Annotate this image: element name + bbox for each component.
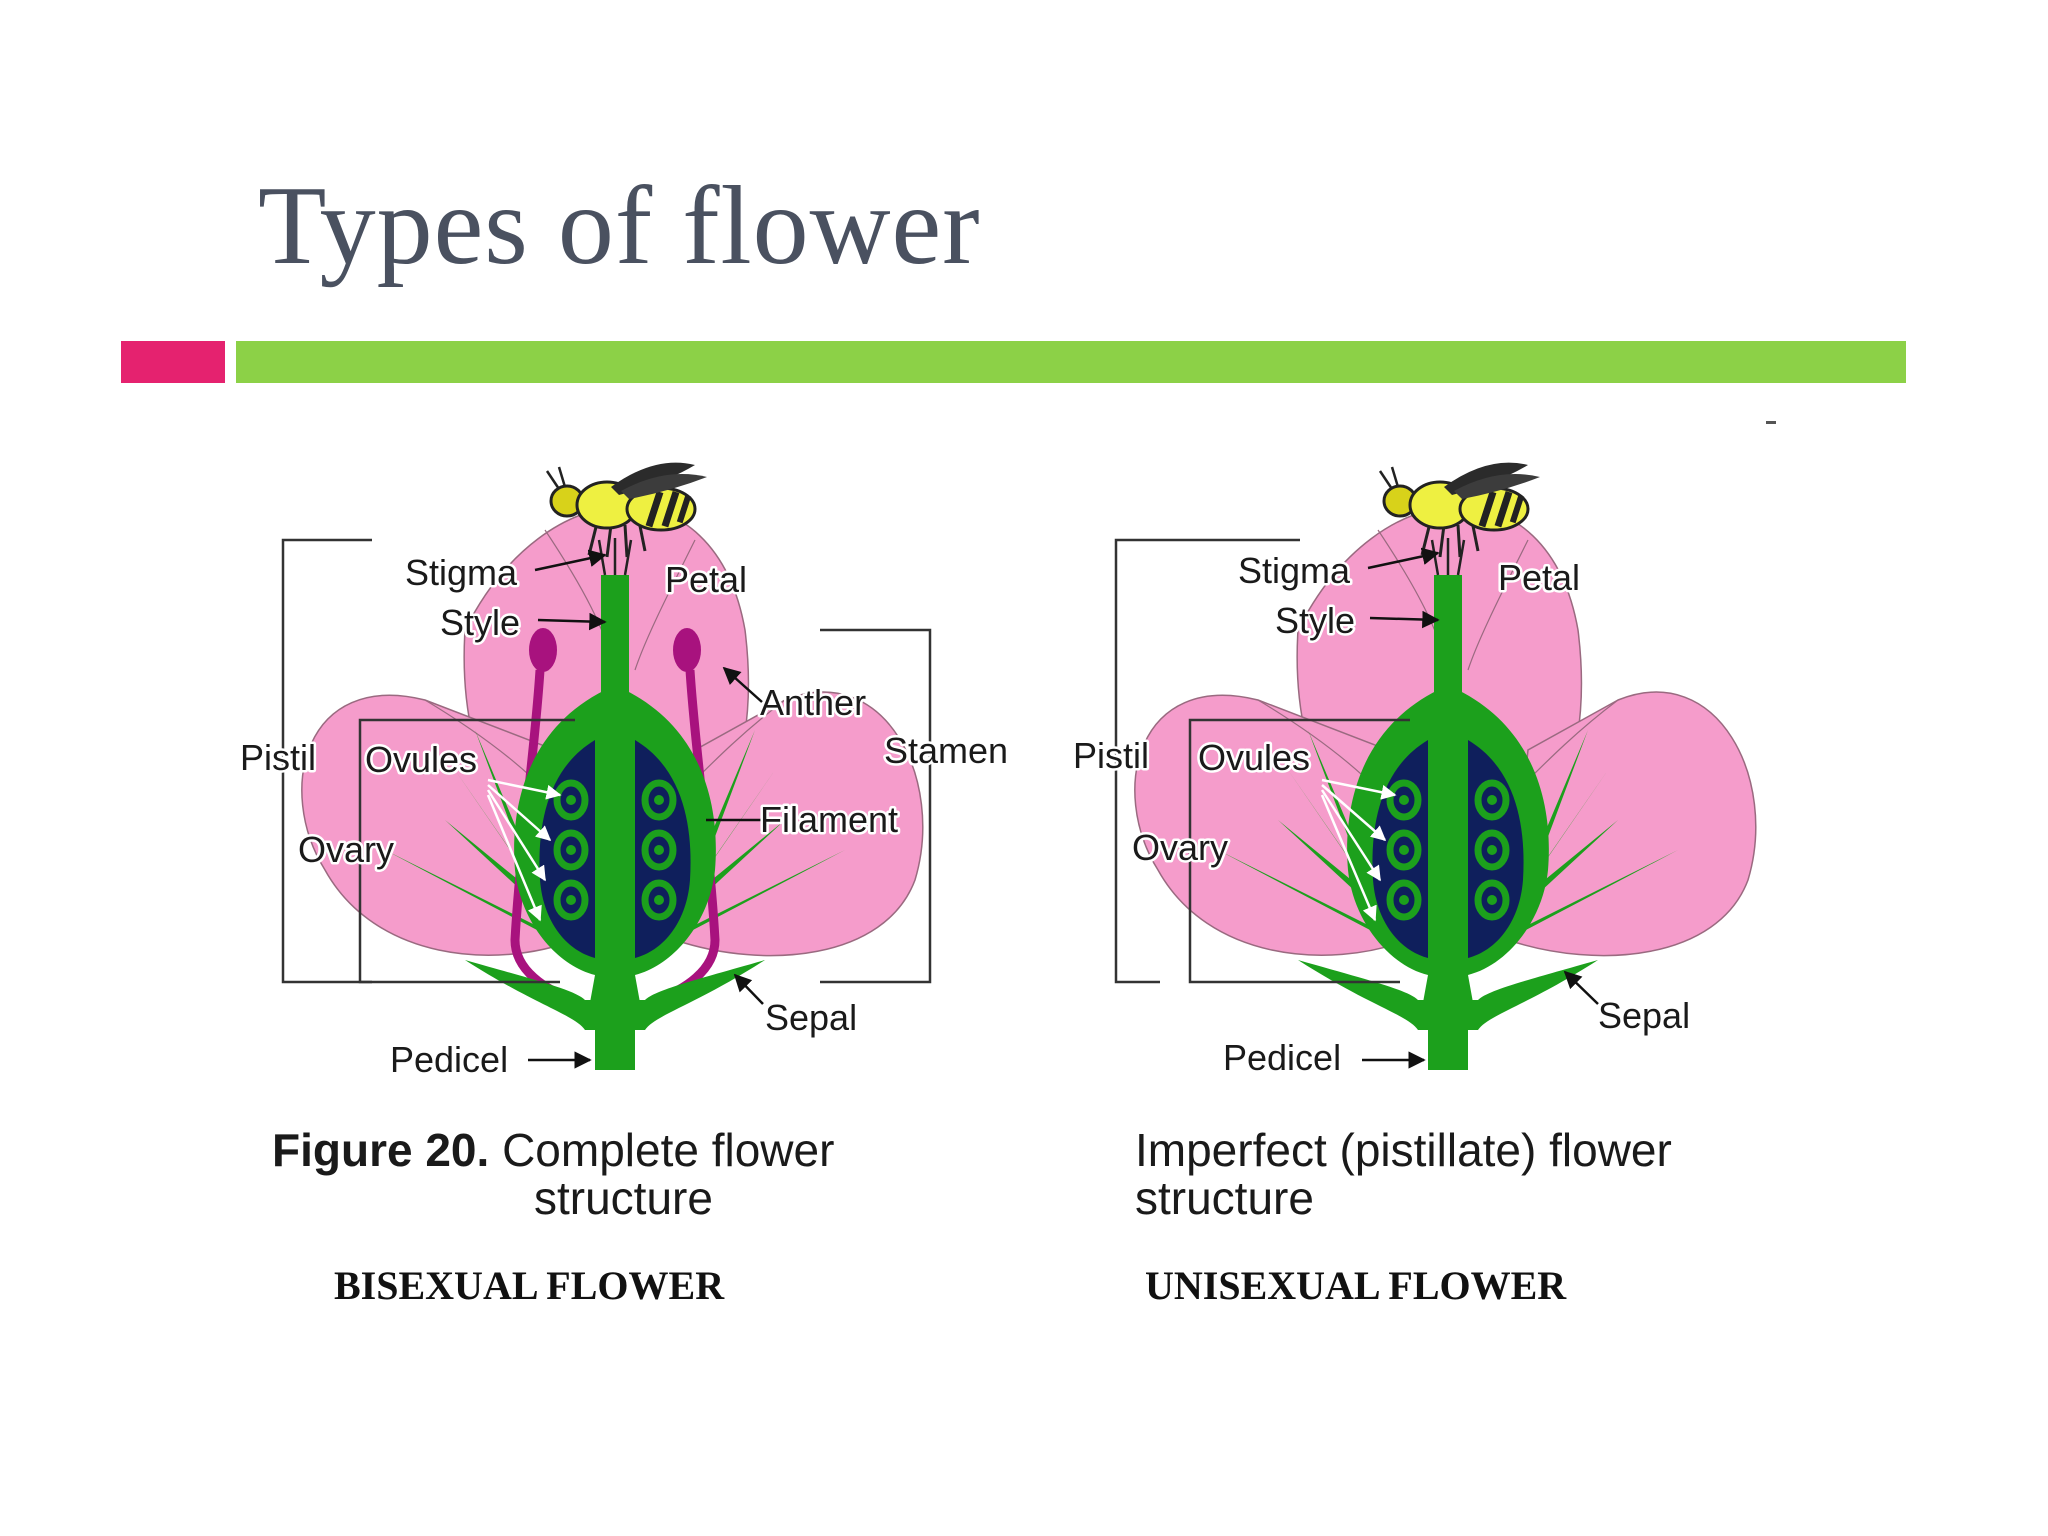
label-ovary-right: Ovary — [1132, 827, 1228, 868]
caption-bisexual-line2: structure — [534, 1172, 713, 1224]
slide-title: Types of flower — [258, 164, 981, 288]
label-pedicel-left: Pedicel — [390, 1039, 508, 1080]
bisexual-flower-diagram: Stigma Style Petal Anther Stamen Pistil … — [238, 461, 1011, 1083]
label-petal-left: Petal — [665, 559, 747, 600]
label-stigma-left: Stigma — [405, 552, 518, 593]
label-stigma-right: Stigma — [1238, 550, 1351, 591]
label-petal-right: Petal — [1498, 557, 1580, 598]
label-pistil-left: Pistil — [240, 737, 316, 778]
label-sepal-left: Sepal — [765, 997, 857, 1038]
title-accent-bar-pink — [121, 341, 225, 383]
label-filament-left: Filament — [760, 799, 898, 840]
label-pedicel-right: Pedicel — [1223, 1037, 1341, 1078]
label-stamen-left: Stamen — [884, 730, 1008, 771]
figure-number: Figure 20. — [272, 1124, 490, 1176]
type-label-unisexual: UNISEXUAL FLOWER — [1145, 1263, 1567, 1308]
stray-dash-mark — [1766, 421, 1776, 424]
caption-bisexual-line1: Complete flower — [502, 1124, 835, 1176]
label-style-left: Style — [440, 602, 520, 643]
caption-unisexual: Imperfect (pistillate) flower structure — [1135, 1126, 1672, 1222]
caption-unisexual-line2: structure — [1135, 1172, 1314, 1224]
type-label-bisexual: BISEXUAL FLOWER — [334, 1263, 725, 1308]
caption-unisexual-line1: Imperfect (pistillate) flower — [1135, 1124, 1672, 1176]
label-anther-left: Anther — [760, 682, 866, 723]
label-ovary-left: Ovary — [298, 829, 394, 870]
unisexual-flower-diagram: Stigma Style Petal Pistil Ovules Ovary S… — [1071, 461, 1757, 1081]
label-style-right: Style — [1275, 600, 1355, 641]
label-sepal-right: Sepal — [1598, 995, 1690, 1036]
brackets-right — [1114, 538, 1410, 984]
caption-bisexual: Figure 20. Complete flower structure — [272, 1126, 834, 1222]
brackets-left — [281, 538, 932, 984]
label-ovules-right: Ovules — [1198, 737, 1310, 778]
label-pistil-right: Pistil — [1073, 735, 1149, 776]
title-accent-bar-green — [236, 341, 1906, 383]
label-ovules-left: Ovules — [365, 739, 477, 780]
